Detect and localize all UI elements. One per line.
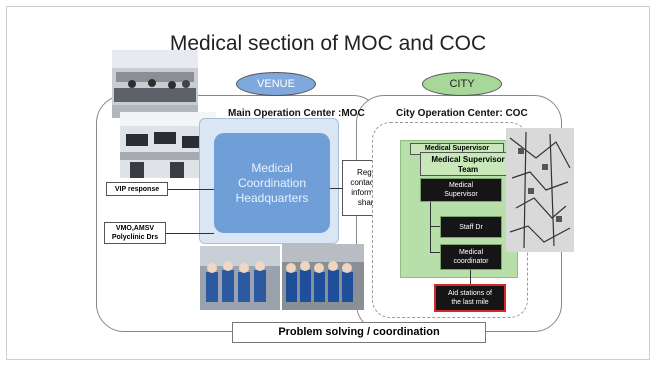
coordinator-line-2: coordinator <box>453 258 489 265</box>
team-line-1: Medical Supervisor <box>431 155 505 164</box>
venue-pill: VENUE <box>236 72 316 96</box>
vmo-line-2: Polyclinic Drs <box>111 234 159 241</box>
team-line-2: Team <box>457 165 479 174</box>
coordinator-connector <box>430 252 440 253</box>
medical-supervisor-box: Medical Supervisor <box>420 178 502 202</box>
supervisor-connector <box>430 202 431 252</box>
city-map-image <box>506 128 574 252</box>
supervisor-line-1: Medical <box>448 182 474 189</box>
hq-line-3: Headquarters <box>235 190 309 205</box>
medical-supervisor-team: Medical Supervisor Team <box>420 152 516 176</box>
hq-line-1: Medical <box>251 160 293 175</box>
staff-connector <box>430 226 440 227</box>
aid-stations-box: Aid stations of the last mile <box>434 284 506 312</box>
link-line-4: sharing <box>357 198 385 207</box>
link-line-2: contact and <box>350 178 392 187</box>
link-connector-left <box>330 188 342 189</box>
team-photo-right <box>282 244 364 310</box>
vmo-line-1: VMO,AMSV <box>115 225 155 232</box>
staff-dr-box: Staff Dr <box>440 216 502 238</box>
supervisor-line-2: Supervisor <box>444 191 478 198</box>
team-photo-left <box>200 246 280 310</box>
vmo-amsv-box: VMO,AMSV Polyclinic Drs <box>104 222 166 244</box>
slide-title: Medical section of MOC and COC <box>169 32 487 55</box>
hq-line-2: Coordination <box>237 175 307 190</box>
vip-connector <box>168 189 214 190</box>
link-line-3: information <box>351 188 391 197</box>
aid-connector <box>470 270 471 284</box>
aid-line-2: the last mile <box>451 299 489 306</box>
coc-header: City Operation Center: COC <box>396 108 528 119</box>
city-pill: CITY <box>422 72 502 96</box>
vmo-connector <box>166 233 214 234</box>
aid-line-1: Aid stations of <box>448 290 492 297</box>
operations-room-photo-top <box>112 50 198 118</box>
moc-header: Main Operation Center :MOC <box>228 108 365 119</box>
coordinator-line-1: Medical <box>458 249 484 256</box>
vip-response-box: VIP response <box>106 182 168 196</box>
medical-coordinator-box: Medical coordinator <box>440 244 502 270</box>
link-line-1: Regular <box>356 168 385 177</box>
problem-solving-bar: Problem solving / coordination <box>232 322 486 343</box>
medical-coordination-hq: Medical Coordination Headquarters <box>214 133 330 233</box>
